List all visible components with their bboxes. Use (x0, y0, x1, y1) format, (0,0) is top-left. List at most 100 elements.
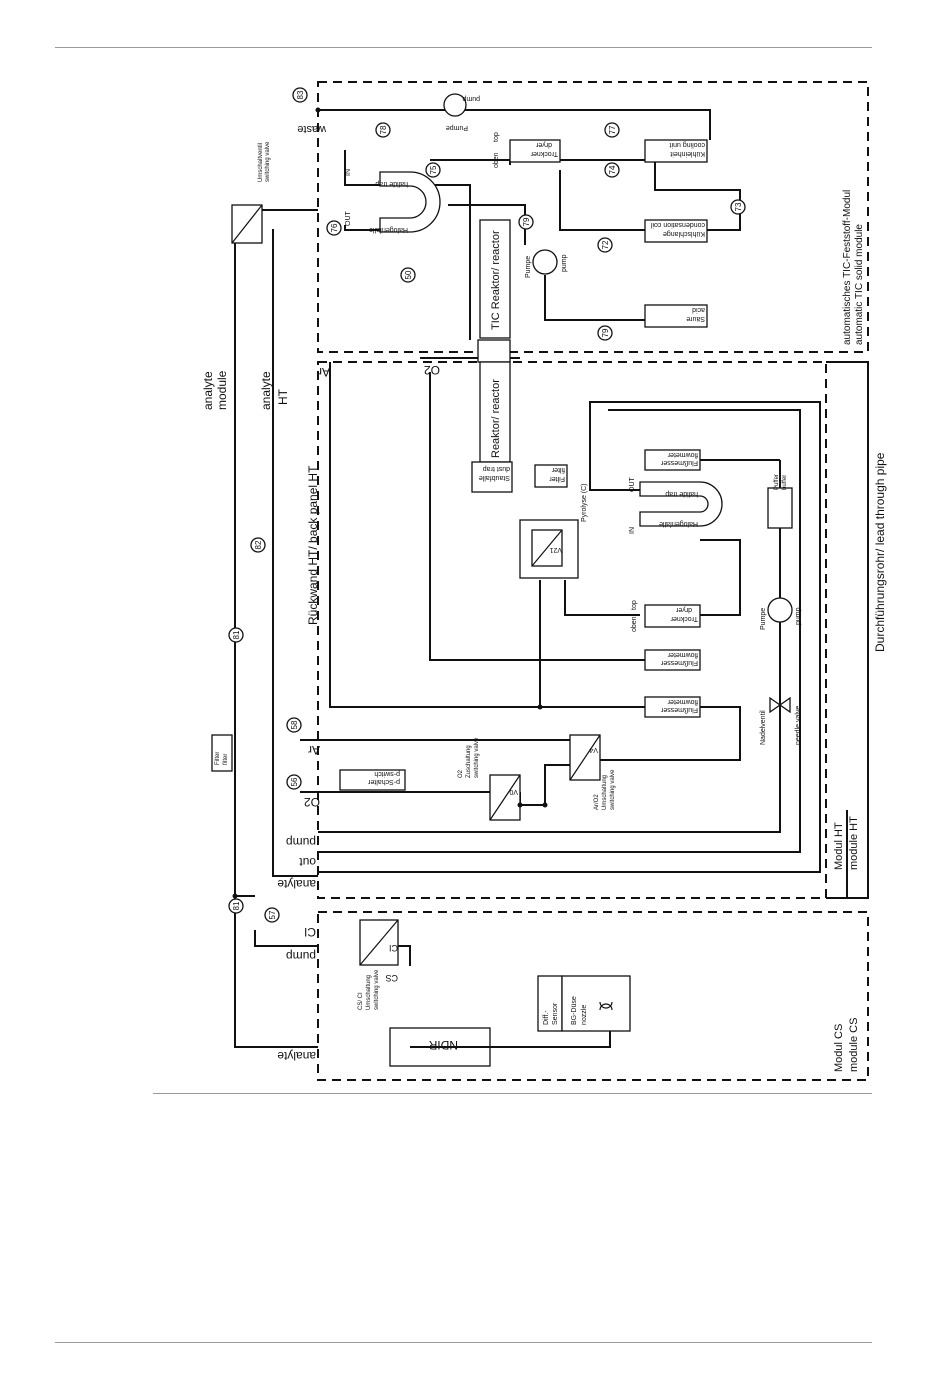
marker-50: 50 (400, 267, 416, 283)
cs-ci-valve-label-3: switching valve (374, 969, 380, 1010)
tic-module-title-de: automatisches TIC-Feststoff-Modul (842, 190, 853, 345)
aro2-switching-label-1: Ar/O2 (594, 794, 600, 810)
svg-text:75: 75 (429, 165, 438, 174)
ht-reactor (479, 361, 511, 463)
cs-module-components: CS/ CI Umschaltung switching valve CI CS… (358, 919, 860, 1072)
top-pump-label-de: Pumpe (446, 124, 468, 131)
cooling-unit (644, 139, 708, 163)
pump-cs-port-label: pump (286, 949, 316, 963)
tic-pump-label-de: Pumpe (525, 256, 532, 278)
ht-module-title-en: module HT (848, 816, 860, 870)
cs-module-title-de: Modul CS (833, 1024, 845, 1072)
buffer-label-en: buffer (782, 475, 788, 490)
main-filter-label-de: Filter (215, 752, 221, 765)
ht-pump-label-de: Pumpe (760, 608, 767, 630)
o2-top-port-label: O2 (424, 363, 440, 377)
tic-module-components: TIC Reaktor/ reactor pump Pumpe Pumpe pu… (231, 93, 865, 345)
svg-text:56: 56 (290, 777, 299, 786)
small-filter (534, 464, 568, 488)
svg-text:79: 79 (601, 328, 610, 337)
ht-pump-symbol (767, 597, 793, 623)
tic-dryer-label-de: Trockner (530, 150, 558, 157)
svg-text:78: 78 (379, 125, 388, 134)
analyte-module-label-2: module (215, 370, 229, 410)
ht-halide-trap-label-en: halide trap (665, 490, 698, 497)
top-pump-label-en: pump (462, 95, 480, 102)
tic-reactor-label: TIC Reaktor/ reactor (490, 230, 502, 330)
cs-module-title-en: module CS (848, 1018, 860, 1072)
o2-port-label: O2 (304, 795, 320, 809)
svg-text:77: 77 (608, 125, 617, 134)
marker-82: 82 (250, 537, 266, 553)
marker-77: 77 (604, 122, 620, 138)
ht-halide-trap-out: OUT (629, 477, 636, 493)
ht-halide-trap-in: IN (629, 527, 636, 534)
lead-through-title: Durchführungsrohr/ lead through pipe (873, 452, 887, 652)
flowmeter-top (644, 449, 701, 471)
acid-vessel (644, 304, 708, 328)
back-panel-title: Rückwand HT/ back panel HT (306, 465, 320, 625)
analyte-ht-label-1: analyte (259, 371, 273, 410)
o2-switching-label-1: O2 (458, 769, 464, 778)
cs-valve-port-label: CS (385, 973, 398, 983)
cs-internal-lines (398, 945, 611, 1048)
bg-nozzle-label-de: BG-Düse (571, 996, 578, 1025)
analyte-cs-port-label: analyte (277, 1049, 316, 1063)
dust-trap-label-de: Staubfalle (479, 474, 510, 481)
svg-text:76: 76 (330, 223, 339, 232)
ar-top-port-label: Ar (318, 365, 330, 379)
marker-58: 58 (286, 717, 302, 733)
svg-text:73: 73 (734, 202, 743, 211)
tic-halide-trap-label-en: halide trap (375, 180, 408, 187)
ht-halide-trap-label-de: Halogenfalle (659, 520, 698, 527)
dust-trap-label-en: dust trap (483, 465, 510, 472)
tic-dryer-top-label: top (493, 132, 500, 142)
bg-nozzle (561, 975, 631, 1032)
v21-label: V21 (549, 546, 562, 553)
ht-dryer-label-en: dryer (675, 606, 692, 613)
main-filter: Filter filter (211, 734, 233, 772)
svg-text:58: 58 (290, 720, 299, 729)
analyte-ht-port-label: analyte (277, 877, 316, 891)
small-filter-label-de: Filter (549, 475, 565, 482)
ht-dryer-label-de: Trockner (670, 615, 698, 622)
cs-ci-valve-label-1: CS/ CI (358, 992, 364, 1010)
tic-halide-trap-out: OUT (345, 211, 352, 227)
acid-label-en: acid (692, 306, 705, 313)
figure-bottom-rule (153, 1093, 872, 1094)
marker-72: 72 (597, 237, 613, 253)
port-labels: Ar O2 Ar O2 pump out analyte CI pump ana… (277, 363, 440, 1063)
tic-reactor (479, 219, 511, 339)
nozzle-symbol (599, 1001, 613, 1011)
ar-port-label: Ar (308, 743, 320, 757)
marker-75: 75 (425, 162, 441, 178)
pressure-switch-label-de: p-Schalter (367, 778, 400, 785)
cooling-unit-label-en: cooling unit (670, 141, 705, 148)
ci-valve-port-label: CI (389, 943, 398, 953)
marker-74: 74 (604, 162, 620, 178)
ht-dryer-open-label: oben (631, 616, 638, 632)
marker-83: 83 (292, 87, 308, 103)
marker-78: 78 (375, 122, 391, 138)
diff-sensor-label-1: Diff.- (543, 1010, 550, 1025)
ndir-label: NDIR (428, 1038, 458, 1052)
marker-81-upper: 81 (228, 627, 244, 643)
v4-label: V4 (589, 746, 598, 753)
top-pump-symbol (443, 93, 467, 117)
marker-73: 73 (730, 199, 746, 215)
pressure-switch (339, 769, 406, 791)
ht-module-title-de: Modul HT (833, 822, 845, 870)
ht-module-frame (317, 361, 827, 899)
flowmeter-ar-label-de: Flußmesser (660, 706, 698, 713)
svg-text:50: 50 (404, 270, 413, 279)
bottom-rule (55, 1342, 872, 1343)
reactor-coupling (477, 339, 511, 363)
flowmeter-o2-label-de: Flußmesser (660, 659, 698, 666)
main-filter-label-en: filter (223, 754, 229, 765)
ht-pump-label-en: pump (795, 607, 802, 625)
top-rule (55, 47, 872, 48)
ci-port-label: CI (304, 925, 316, 939)
analyte-module-label-1: analyte (201, 371, 215, 410)
